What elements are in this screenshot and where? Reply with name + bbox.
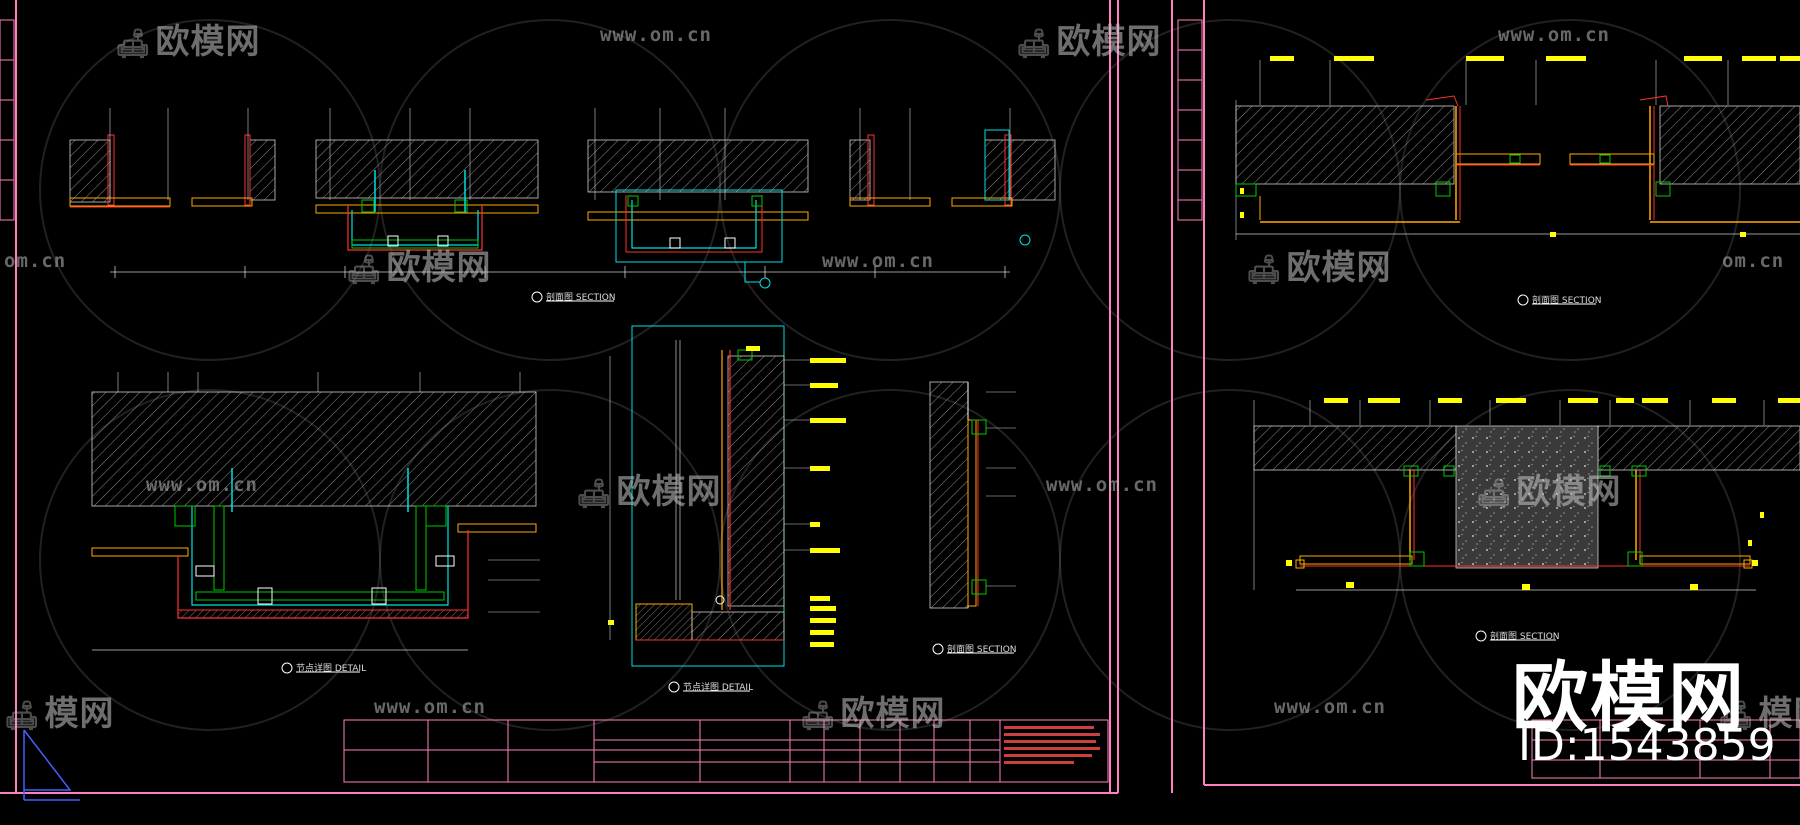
brand-logo-text: 欧模网: [1512, 653, 1746, 742]
title-block-left: [343, 719, 1109, 783]
title-block-right: [1531, 719, 1800, 779]
section-c-title: 剖面图 SECTION: [947, 645, 1017, 655]
watermark-brand: 欧模网: [1476, 464, 1622, 513]
detail-1-drawing: [91, 372, 540, 651]
watermark-circles: [39, 19, 1741, 731]
watermark-url: www.om.cn: [146, 474, 258, 496]
watermark-brand: 欧模网: [1246, 240, 1392, 289]
watermark-url: www.om.cn: [822, 250, 934, 272]
watermark-url: www.om.cn: [374, 696, 486, 718]
watermark-brand-fragment: 模网: [1718, 686, 1800, 735]
sheet-left-strip: [0, 19, 1203, 221]
watermark-brand-fragment: 模网: [4, 686, 115, 735]
ucs-axis-icon: [23, 729, 80, 801]
detail-2-title: 节点详图 DETAIL: [683, 683, 754, 693]
watermark-url: www.om.cn: [1274, 696, 1386, 718]
watermark-url-fragment: om.cn: [1722, 250, 1785, 272]
sheet-borders: [0, 0, 1800, 794]
section-b-title: 剖面图 SECTION: [1532, 296, 1602, 306]
section-d-drawing: [1253, 398, 1800, 591]
watermark-url: www.om.cn: [1498, 24, 1610, 46]
watermark-brand: 欧模网: [115, 14, 261, 63]
section-c-drawing: [929, 381, 1016, 609]
watermark-brand: 欧模网: [800, 686, 946, 735]
section-b-drawing: [1235, 56, 1800, 240]
watermark-brand: 欧模网: [1016, 14, 1162, 63]
model-id: ID:1543859: [1518, 720, 1776, 771]
section-d-title: 剖面图 SECTION: [1490, 632, 1560, 642]
detail-1-title: 节点详图 DETAIL: [296, 664, 367, 674]
section-a-drawing: [69, 108, 1056, 289]
drawing-title-markers: [281, 291, 1596, 693]
title-block-notes: [1004, 726, 1100, 764]
watermark-url: www.om.cn: [600, 24, 712, 46]
watermark-brand: 欧模网: [576, 464, 722, 513]
watermark-url-fragment: om.cn: [4, 250, 67, 272]
watermark-brand: 欧模网: [346, 240, 492, 289]
section-a-title: 剖面图 SECTION: [546, 293, 616, 303]
watermark-url: www.om.cn: [1046, 474, 1158, 496]
detail-2-drawing: [608, 325, 846, 667]
